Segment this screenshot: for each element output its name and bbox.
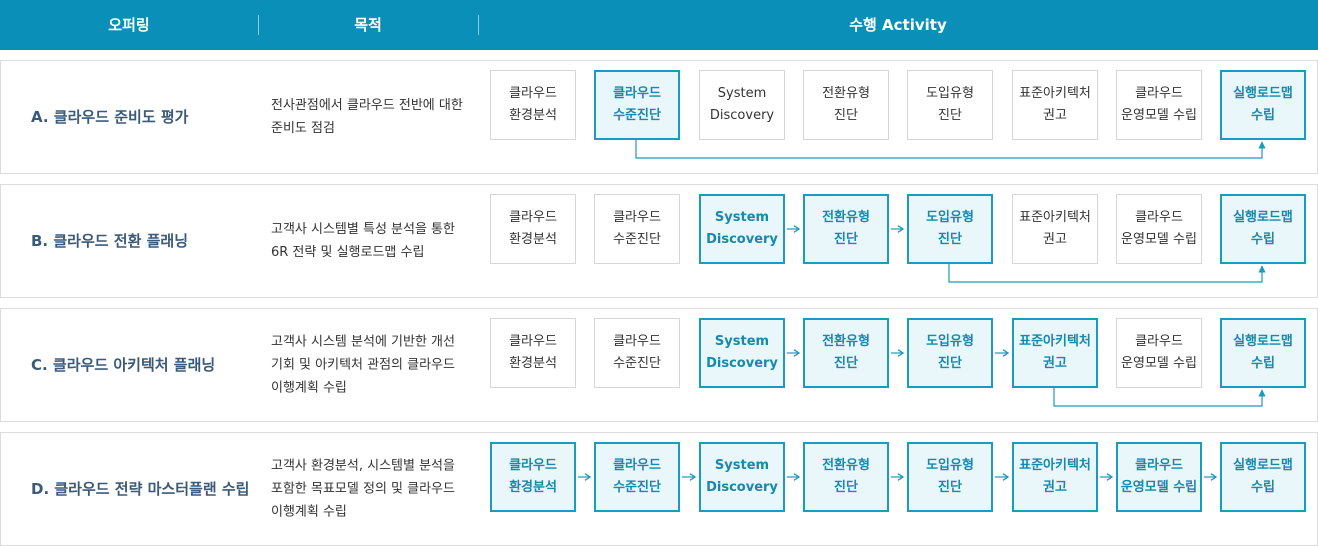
activity-label: 전환유형 진단 bbox=[822, 334, 870, 371]
activity-box: 클라우드 수준진단 bbox=[594, 70, 680, 140]
activity-box: 클라우드 환경분석 bbox=[490, 194, 576, 264]
activity-label: System Discovery bbox=[706, 458, 778, 495]
activity-label: 클라우드 수준진단 bbox=[613, 86, 661, 123]
offering-name: D. 클라우드 전략 마스터플랜 수립 bbox=[31, 480, 250, 498]
activity-label: System Discovery bbox=[709, 86, 775, 123]
activity-box: System Discovery bbox=[699, 318, 785, 388]
offering-row: A. 클라우드 준비도 평가 전사관점에서 클라우드 전반에 대한 준비도 점검 클… bbox=[0, 60, 1318, 174]
activity-box: 실행로드맵 수립 bbox=[1220, 194, 1306, 264]
activity-label: 전환유형 진단 bbox=[822, 210, 870, 247]
activity-box: System Discovery bbox=[699, 70, 785, 140]
activity-box: 전환유형 진단 bbox=[803, 442, 889, 512]
activity-label: 표준아키텍처 권고 bbox=[1019, 210, 1091, 247]
activity-box: 클라우드 환경분석 bbox=[490, 318, 576, 388]
activity-box: 도입유형 진단 bbox=[907, 318, 993, 388]
activity-label: 클라우드 운영모델 수립 bbox=[1121, 86, 1197, 123]
activity-box: 클라우드 환경분석 bbox=[490, 442, 576, 512]
activity-label: 클라우드 수준진단 bbox=[613, 458, 661, 495]
activity-label: 도입유형 진단 bbox=[926, 86, 974, 123]
activity-label: 클라우드 수준진단 bbox=[613, 210, 661, 247]
header-purpose: 목적 bbox=[354, 16, 382, 34]
activity-box: 표준아키텍처 권고 bbox=[1012, 194, 1098, 264]
activity-box: System Discovery bbox=[699, 194, 785, 264]
activity-label: 표준아키텍처 권고 bbox=[1019, 458, 1091, 495]
activity-box: 전환유형 진단 bbox=[803, 70, 889, 140]
activity-label: System Discovery bbox=[706, 334, 778, 371]
offering-name: A. 클라우드 준비도 평가 bbox=[31, 108, 189, 126]
offering-row: B. 클라우드 전환 플래닝 고객사 시스템별 특성 분석을 통한 6R 전략 및… bbox=[0, 184, 1318, 298]
activity-label: 실행로드맵 수립 bbox=[1233, 210, 1293, 247]
activity-label: 표준아키텍처 권고 bbox=[1019, 334, 1091, 371]
activity-box: 표준아키텍처 권고 bbox=[1012, 70, 1098, 140]
offering-purpose: 고객사 시스템별 특성 분석을 통한 6R 전략 및 실행로드맵 수립 bbox=[271, 222, 455, 260]
activity-box: 실행로드맵 수립 bbox=[1220, 70, 1306, 140]
activity-label: 클라우드 운영모델 수립 bbox=[1121, 334, 1197, 371]
activity-box: 도입유형 진단 bbox=[907, 442, 993, 512]
activity-box: 클라우드 수준진단 bbox=[594, 442, 680, 512]
offering-name: C. 클라우드 아키텍처 플래닝 bbox=[31, 356, 216, 374]
activity-label: 클라우드 환경분석 bbox=[509, 210, 557, 247]
activity-box: 클라우드 운영모델 수립 bbox=[1116, 442, 1202, 512]
header-divider bbox=[478, 15, 479, 35]
activity-label: 전환유형 진단 bbox=[822, 458, 870, 495]
activity-box: System Discovery bbox=[699, 442, 785, 512]
activity-label: 도입유형 진단 bbox=[926, 334, 974, 371]
offering-purpose: 고객사 시스템 분석에 기반한 개선기회 및 아키텍처 관점의 클라우드 이행계… bbox=[271, 334, 455, 396]
activity-box: 전환유형 진단 bbox=[803, 194, 889, 264]
activity-label: System Discovery bbox=[706, 210, 778, 247]
activity-box: 클라우드 운영모델 수립 bbox=[1116, 70, 1202, 140]
offering-name: B. 클라우드 전환 플래닝 bbox=[31, 232, 188, 250]
header-activity: 수행 Activity bbox=[849, 16, 947, 34]
activity-label: 클라우드 운영모델 수립 bbox=[1121, 210, 1197, 247]
activity-label: 표준아키텍처 권고 bbox=[1019, 86, 1091, 123]
activity-label: 클라우드 수준진단 bbox=[613, 334, 661, 371]
offering-row: D. 클라우드 전략 마스터플랜 수립 고객사 환경분석, 시스템별 분석을 포함… bbox=[0, 432, 1318, 546]
activity-box: 클라우드 환경분석 bbox=[490, 70, 576, 140]
header-divider bbox=[258, 15, 259, 35]
activity-label: 클라우드 환경분석 bbox=[509, 86, 557, 123]
activity-label: 실행로드맵 수립 bbox=[1233, 86, 1293, 123]
offering-purpose: 전사관점에서 클라우드 전반에 대한 준비도 점검 bbox=[271, 98, 463, 136]
offering-purpose: 고객사 환경분석, 시스템별 분석을 포함한 목표모델 정의 및 클라우드 이행… bbox=[271, 458, 455, 520]
activity-label: 전환유형 진단 bbox=[822, 86, 870, 123]
activity-box: 실행로드맵 수립 bbox=[1220, 318, 1306, 388]
activity-box: 클라우드 운영모델 수립 bbox=[1116, 194, 1202, 264]
activity-label: 실행로드맵 수립 bbox=[1233, 458, 1293, 495]
activity-label: 클라우드 환경분석 bbox=[509, 458, 557, 495]
table-header: 오퍼링 목적 수행 Activity bbox=[0, 0, 1318, 50]
activity-box: 전환유형 진단 bbox=[803, 318, 889, 388]
header-offering: 오퍼링 bbox=[108, 16, 150, 34]
activity-box: 클라우드 수준진단 bbox=[594, 318, 680, 388]
activity-label: 도입유형 진단 bbox=[926, 210, 974, 247]
activity-label: 도입유형 진단 bbox=[926, 458, 974, 495]
activity-box: 클라우드 운영모델 수립 bbox=[1116, 318, 1202, 388]
activity-box: 클라우드 수준진단 bbox=[594, 194, 680, 264]
activity-box: 도입유형 진단 bbox=[907, 70, 993, 140]
activity-box: 표준아키텍처 권고 bbox=[1012, 442, 1098, 512]
activity-box: 도입유형 진단 bbox=[907, 194, 993, 264]
activity-box: 표준아키텍처 권고 bbox=[1012, 318, 1098, 388]
activity-label: 클라우드 운영모델 수립 bbox=[1120, 458, 1198, 495]
offering-row: C. 클라우드 아키텍처 플래닝 고객사 시스템 분석에 기반한 개선기회 및 아… bbox=[0, 308, 1318, 422]
activity-label: 실행로드맵 수립 bbox=[1233, 334, 1293, 371]
activity-label: 클라우드 환경분석 bbox=[509, 334, 557, 371]
activity-box: 실행로드맵 수립 bbox=[1220, 442, 1306, 512]
